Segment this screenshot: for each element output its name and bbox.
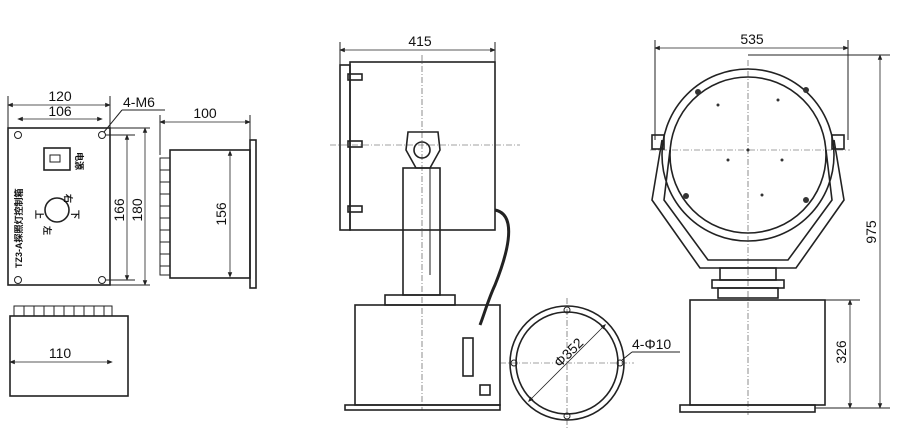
svg-text:Φ352: Φ352 — [551, 334, 587, 370]
svg-text:120: 120 — [48, 88, 72, 104]
control-box-side-view: 100 156 — [159, 105, 257, 289]
svg-text:415: 415 — [408, 33, 432, 49]
control-box-bottom-view: 110 — [9, 305, 129, 397]
power-label: 电源 — [74, 152, 85, 170]
svg-text:100: 100 — [193, 105, 217, 121]
svg-text:975: 975 — [863, 220, 879, 244]
svg-text:535: 535 — [740, 31, 764, 47]
svg-text:166: 166 — [111, 198, 127, 222]
control-box-front-view: 电源 右 下 上 左 TZ3-A探照灯控制箱 120 106 4-M6 166 … — [7, 88, 165, 286]
svg-text:326: 326 — [833, 340, 849, 364]
searchlight-front-view: 535 975 326 — [650, 31, 890, 415]
power-switch — [43, 147, 71, 171]
svg-text:110: 110 — [49, 345, 72, 361]
svg-text:106: 106 — [48, 103, 72, 119]
control-box-label: TZ3-A探照灯控制箱 — [13, 189, 24, 269]
svg-text:右: 右 — [63, 193, 74, 203]
svg-text:左: 左 — [42, 225, 53, 235]
mounting-holes — [14, 131, 106, 284]
svg-text:180: 180 — [129, 198, 145, 222]
svg-text:上: 上 — [34, 210, 45, 219]
svg-text:下: 下 — [70, 210, 80, 219]
svg-text:4-Φ10: 4-Φ10 — [632, 336, 671, 352]
searchlight-side-view: 415 — [330, 33, 520, 411]
svg-text:156: 156 — [213, 202, 229, 226]
svg-text:4-M6: 4-M6 — [123, 94, 155, 110]
direction-knob — [44, 197, 70, 223]
base-ring-plan-view: Φ352 4-Φ10 — [500, 298, 680, 428]
